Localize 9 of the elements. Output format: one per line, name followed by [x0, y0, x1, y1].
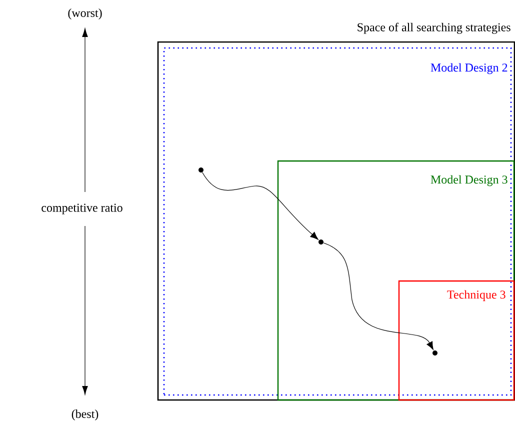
region-label: Technique 3 — [447, 290, 506, 302]
region-label: Model Design 3 — [430, 175, 508, 186]
region-label: Model Design 2 — [430, 63, 508, 74]
region-label: Space of all searching strategies — [358, 22, 510, 34]
axis-label: (worst) — [68, 8, 102, 20]
wavy-arrow — [323, 242, 434, 350]
axis-label: (best) — [72, 410, 98, 420]
wavy-arrow — [202, 172, 318, 240]
axis-label: competitive ratio — [42, 204, 122, 214]
